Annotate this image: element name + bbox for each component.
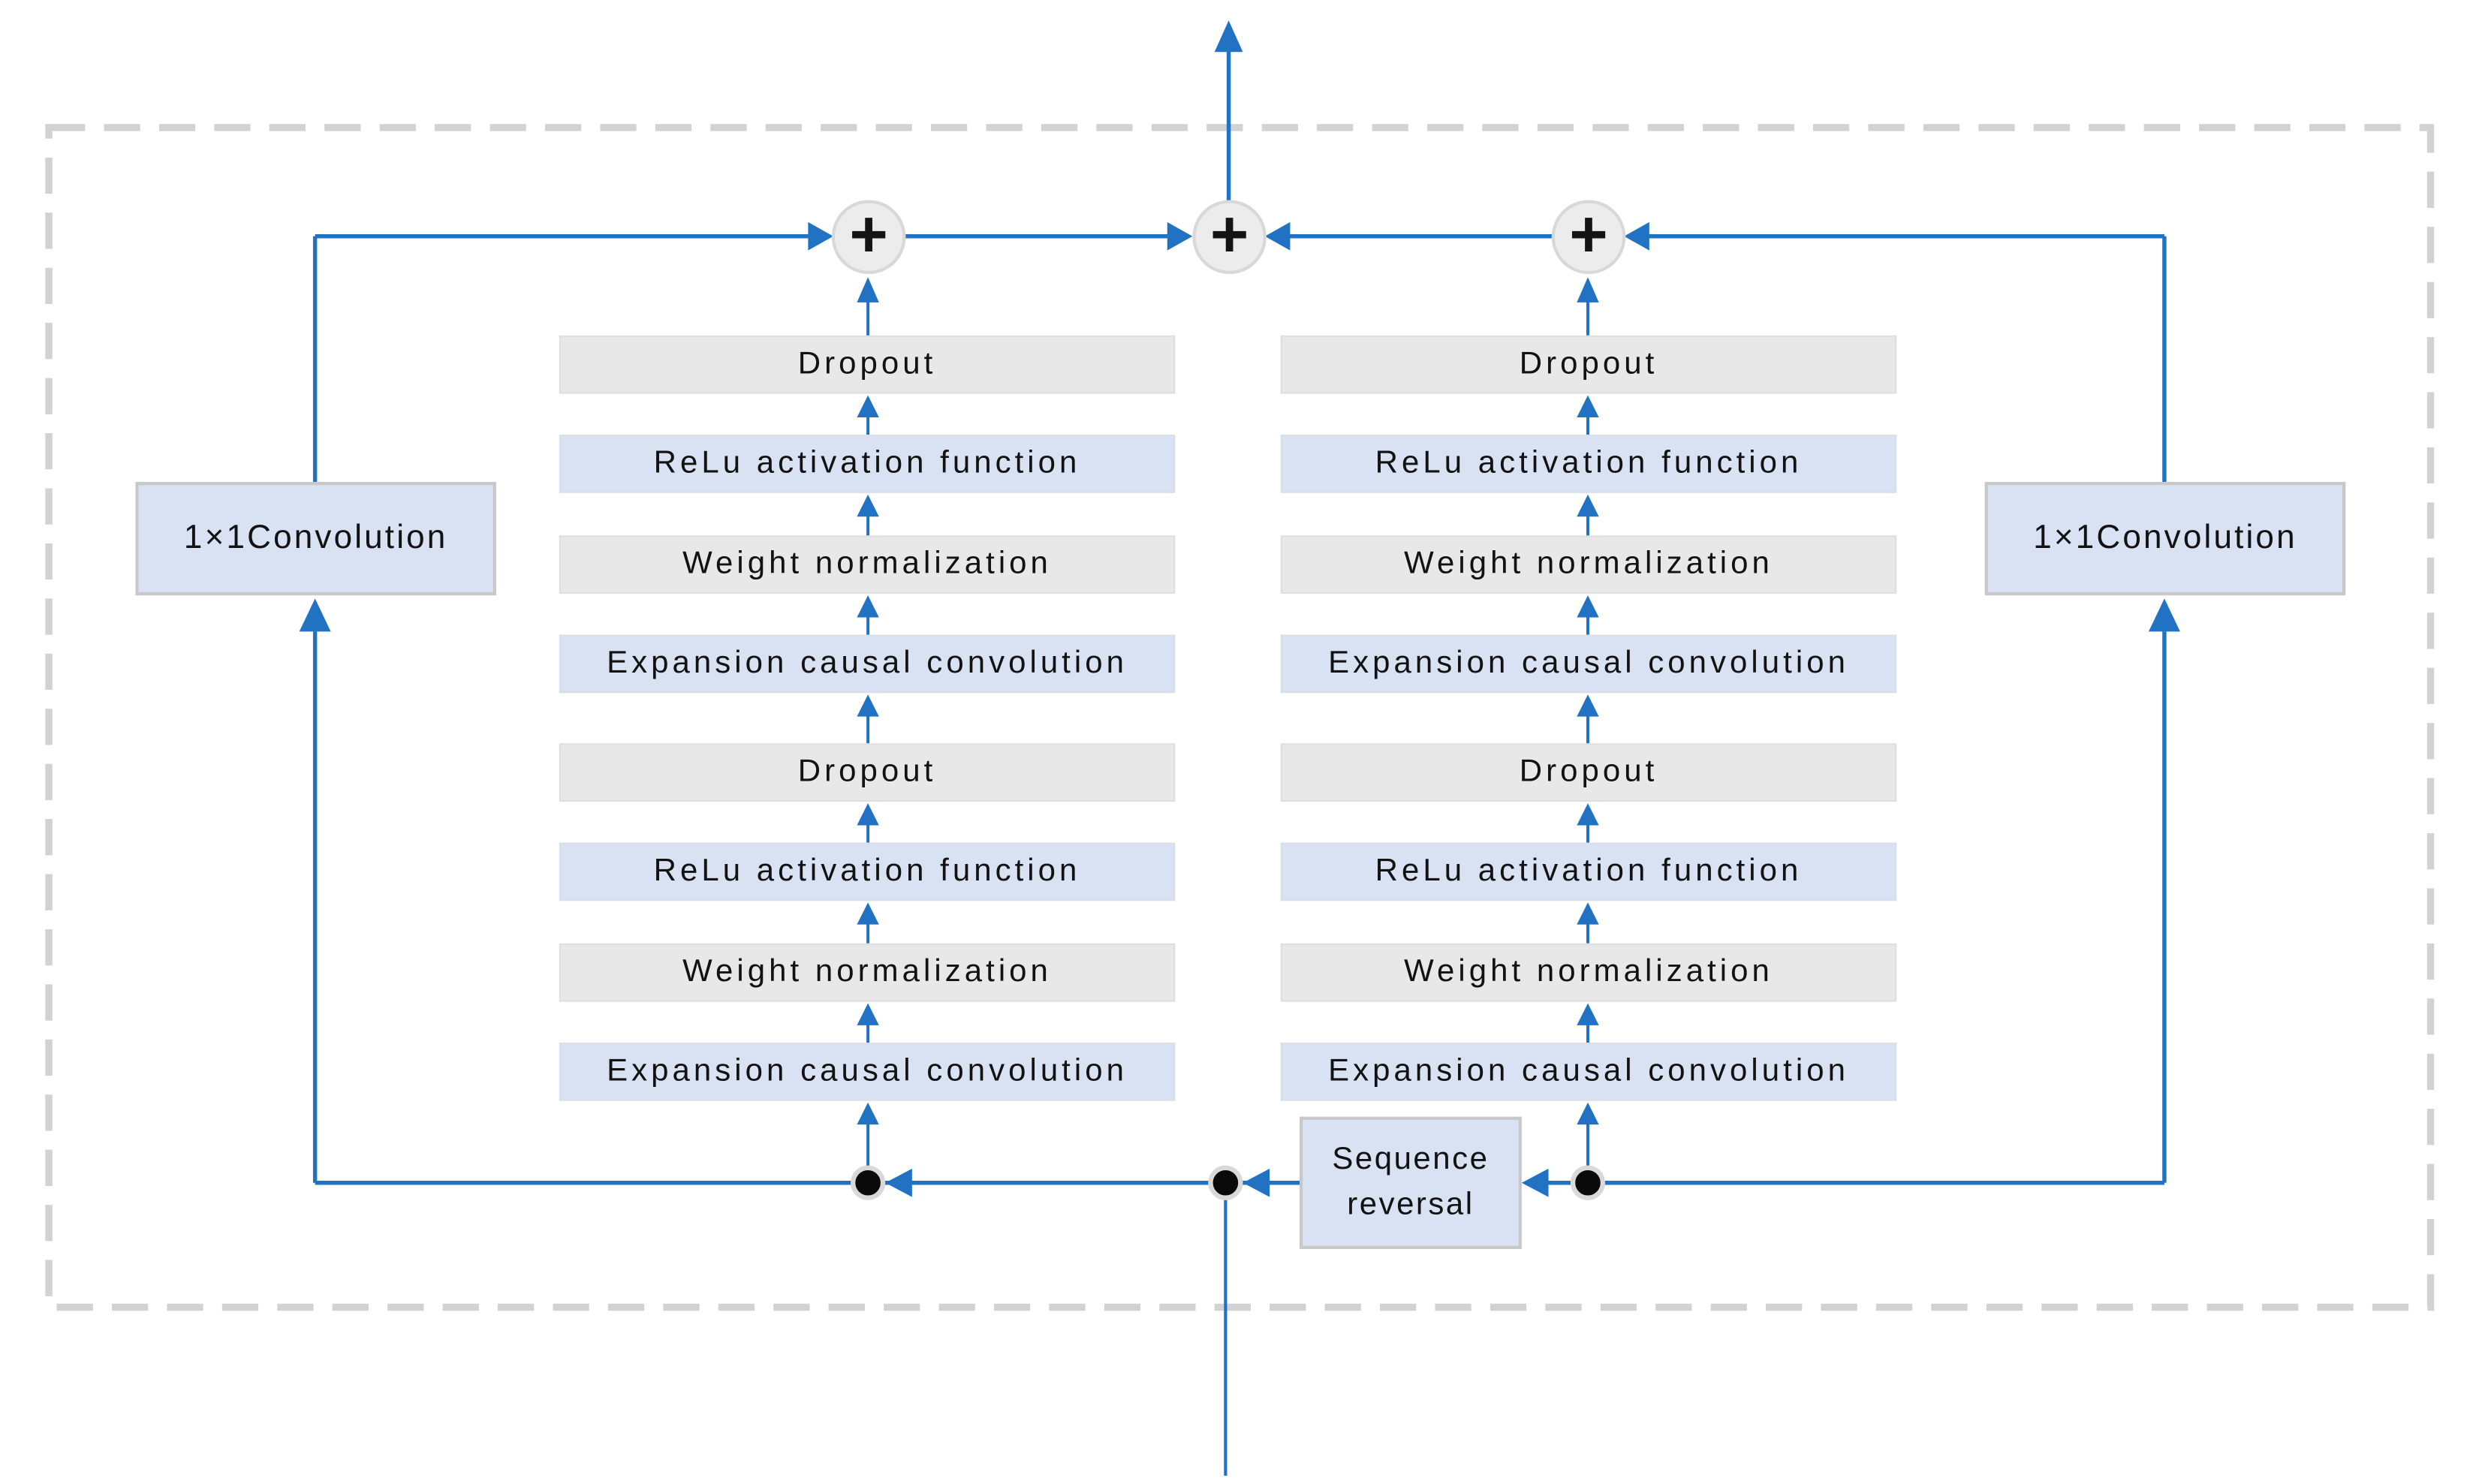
block-left-dropout-1: Dropout <box>559 743 1176 802</box>
output-arrowhead <box>1214 20 1243 53</box>
block-right-weightnorm-2: Weight normalization <box>1280 535 1897 595</box>
arrowhead-into-right-sum <box>1624 221 1649 251</box>
block-right-expconv-2: Expansion causal convolution <box>1280 634 1897 694</box>
arrowhead-into-center-sum-right <box>1264 221 1291 251</box>
sequence-reversal-box: Sequence reversal <box>1300 1116 1522 1249</box>
block-left-weightnorm-2: Weight normalization <box>559 535 1176 595</box>
arrowhead-into-left-sum <box>808 221 833 251</box>
block-right-relu-2: ReLu activation function <box>1280 435 1897 493</box>
arrowhead-into-center-dot <box>1243 1168 1270 1197</box>
block-left-expconv-2: Expansion causal convolution <box>559 634 1176 694</box>
sum-node-center: + <box>1192 196 1267 275</box>
junction-dot-left <box>851 1165 886 1200</box>
junction-dots <box>851 1165 1606 1200</box>
arrowhead-into-center-sum-left <box>1167 221 1193 251</box>
block-left-weightnorm-1: Weight normalization <box>559 943 1176 1002</box>
sum-node-right: + <box>1551 196 1626 275</box>
block-right-dropout-2: Dropout <box>1280 335 1897 394</box>
block-right-weightnorm-1: Weight normalization <box>1280 943 1897 1002</box>
left-column-arrows <box>857 277 879 1167</box>
arrowhead-into-left-dot <box>885 1168 912 1197</box>
arrowhead-into-left-conv <box>299 598 331 632</box>
block-left-relu-2: ReLu activation function <box>559 435 1176 493</box>
plus-icon: + <box>849 196 888 270</box>
right-column-arrows <box>1577 277 1599 1167</box>
conv1x1-box-left: 1×1Convolution <box>135 482 496 596</box>
conv1x1-box-right: 1×1Convolution <box>1984 482 2346 596</box>
block-right-expconv-1: Expansion causal convolution <box>1280 1043 1897 1101</box>
block-left-relu-1: ReLu activation function <box>559 842 1176 902</box>
block-right-dropout-1: Dropout <box>1280 743 1897 802</box>
arrowhead-into-seq-reversal <box>1521 1168 1549 1197</box>
junction-dot-center <box>1208 1165 1243 1200</box>
dashed-boundary <box>45 124 2435 1311</box>
arrowhead-into-right-conv <box>2148 598 2180 632</box>
plus-icon: + <box>1569 196 1608 270</box>
block-left-dropout-2: Dropout <box>559 335 1176 394</box>
plus-icon: + <box>1209 196 1249 270</box>
sum-node-left: + <box>831 196 906 275</box>
block-right-relu-1: ReLu activation function <box>1280 842 1897 902</box>
block-left-expconv-1: Expansion causal convolution <box>559 1043 1176 1101</box>
junction-dot-right <box>1570 1165 1606 1200</box>
top-connectors <box>312 20 2167 483</box>
bottom-connectors <box>299 598 2180 1476</box>
